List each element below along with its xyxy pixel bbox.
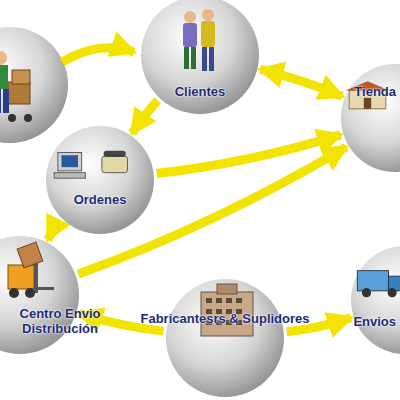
- worker-circle: [0, 27, 68, 143]
- circle-shape: [165, 278, 285, 398]
- circle-shape: [340, 63, 400, 173]
- circle-node: Tienda: [340, 63, 400, 173]
- circle-node: Clientes: [140, 0, 260, 115]
- flow-arrow: [132, 100, 158, 133]
- circle-node: Fabricantesrs & Suplidores: [165, 278, 285, 398]
- node-label: Tienda: [354, 85, 396, 100]
- flow-arrow: [62, 48, 134, 62]
- circle-node: Envios: [350, 245, 400, 355]
- circle-node: Centro Envio Distribución: [0, 235, 80, 355]
- flow-arrow: [260, 69, 342, 96]
- node-label: Envios: [353, 315, 396, 330]
- node-label: Fabricantesrs & Suplidores: [140, 312, 309, 327]
- flow-arrow: [48, 222, 61, 240]
- node-label: Clientes: [175, 85, 226, 100]
- circle-shape: [45, 125, 155, 235]
- circle-shape: [350, 245, 400, 355]
- node-label: Centro Envio Distribución: [4, 307, 116, 337]
- node-label: Ordenes: [74, 193, 127, 208]
- circle-node: Ordenes: [45, 125, 155, 235]
- circle-shape: [0, 235, 80, 355]
